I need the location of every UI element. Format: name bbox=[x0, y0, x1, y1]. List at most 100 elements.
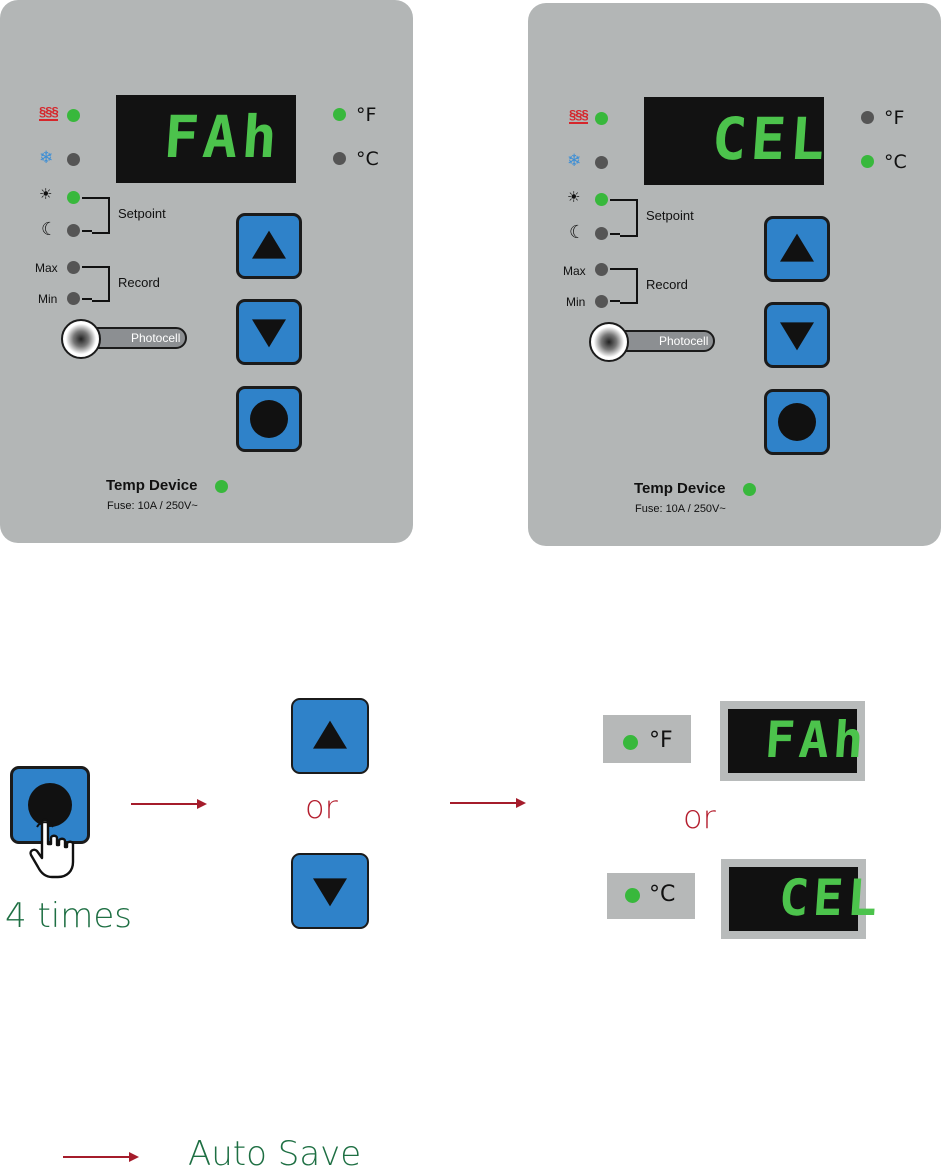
setpoint-stub-top bbox=[82, 197, 92, 199]
record-label: Record bbox=[118, 275, 160, 290]
setpoint-stub-top bbox=[610, 199, 620, 201]
min-led bbox=[595, 295, 608, 308]
power-led bbox=[743, 483, 756, 496]
heating-icon: §§§ bbox=[569, 107, 589, 124]
fahrenheit-led bbox=[861, 111, 874, 124]
sun-icon: ☀ bbox=[39, 186, 53, 203]
min-label: Min bbox=[566, 295, 586, 309]
legend-arrow bbox=[63, 1152, 139, 1162]
night-setpoint-led bbox=[595, 227, 608, 240]
cooling-led bbox=[67, 153, 80, 166]
record-stub-top bbox=[82, 266, 92, 268]
or-label-2: or bbox=[683, 798, 716, 836]
legend-label: Auto Save bbox=[188, 1134, 362, 1174]
fahrenheit-option: °F bbox=[603, 715, 691, 763]
min-label: Min bbox=[38, 292, 58, 306]
heating-led bbox=[67, 109, 80, 122]
snowflake-icon: ❄ bbox=[39, 148, 54, 167]
fahrenheit-label: °F bbox=[884, 107, 905, 129]
device-title: Temp Device bbox=[634, 480, 726, 497]
down-button[interactable] bbox=[236, 299, 302, 365]
down-button-step bbox=[291, 853, 369, 929]
photocell-bar: Photocell bbox=[607, 330, 715, 352]
celsius-option: °C bbox=[607, 873, 695, 919]
arrow-step-1 bbox=[131, 799, 207, 809]
min-led bbox=[67, 292, 80, 305]
fahrenheit-led bbox=[623, 735, 638, 750]
hand-pointer-icon bbox=[29, 818, 75, 879]
press-count: 4 times bbox=[5, 896, 132, 936]
lcd-display: FAh bbox=[116, 95, 296, 183]
device-title: Temp Device bbox=[106, 477, 198, 494]
celsius-led bbox=[861, 155, 874, 168]
fahrenheit-display: FAh bbox=[720, 701, 869, 781]
fahrenheit-label: °F bbox=[649, 728, 673, 753]
celsius-led bbox=[333, 152, 346, 165]
circle-button-icon bbox=[250, 400, 288, 438]
celsius-label: °C bbox=[884, 151, 907, 173]
record-bracket bbox=[92, 266, 110, 302]
record-stub-bottom bbox=[610, 300, 620, 302]
set-button[interactable] bbox=[764, 389, 830, 455]
up-triangle-icon bbox=[780, 233, 814, 262]
down-triangle-icon bbox=[780, 322, 814, 351]
celsius-display: CEL bbox=[721, 859, 883, 939]
lcd-display: CEL bbox=[644, 97, 831, 185]
setpoint-stub-bottom bbox=[610, 233, 620, 235]
display-text: FAh bbox=[762, 711, 870, 769]
record-stub-bottom bbox=[82, 298, 92, 300]
circle-button-icon bbox=[778, 403, 816, 441]
up-button[interactable] bbox=[236, 213, 302, 279]
max-label: Max bbox=[563, 264, 586, 278]
celsius-led bbox=[625, 888, 640, 903]
setpoint-bracket bbox=[92, 197, 110, 234]
fuse-text: Fuse: 10A / 250V~ bbox=[107, 500, 198, 512]
set-button-step bbox=[10, 766, 90, 844]
set-button[interactable] bbox=[236, 386, 302, 452]
up-button-step bbox=[291, 698, 369, 774]
record-stub-top bbox=[610, 268, 620, 270]
max-label: Max bbox=[35, 261, 58, 275]
photocell-label: Photocell bbox=[131, 331, 181, 345]
power-led bbox=[215, 480, 228, 493]
setpoint-label: Setpoint bbox=[646, 208, 694, 223]
photocell-bar: Photocell bbox=[79, 327, 187, 349]
day-setpoint-led bbox=[595, 193, 608, 206]
snowflake-icon: ❄ bbox=[567, 151, 582, 170]
moon-icon: ☾ bbox=[41, 219, 58, 239]
down-triangle-icon bbox=[313, 878, 347, 907]
up-button[interactable] bbox=[764, 216, 830, 282]
max-led bbox=[595, 263, 608, 276]
fuse-text: Fuse: 10A / 250V~ bbox=[635, 503, 726, 515]
photocell-label: Photocell bbox=[659, 334, 709, 348]
heating-icon: §§§ bbox=[39, 104, 59, 121]
fahrenheit-led bbox=[333, 108, 346, 121]
heating-led bbox=[595, 112, 608, 125]
controller-panel-left: FAh °F °C §§§ ❄ ☀ ☾ Setpoint Max Min Rec… bbox=[0, 0, 413, 543]
setpoint-bracket bbox=[620, 199, 638, 237]
up-triangle-icon bbox=[252, 230, 286, 259]
or-label-1: or bbox=[305, 788, 338, 826]
celsius-label: °C bbox=[649, 882, 676, 907]
circle-button-icon bbox=[28, 783, 72, 827]
up-triangle-icon bbox=[313, 720, 347, 749]
fahrenheit-label: °F bbox=[356, 104, 377, 126]
photocell-sensor bbox=[589, 322, 629, 362]
night-setpoint-led bbox=[67, 224, 80, 237]
display-text: CEL bbox=[776, 869, 884, 927]
display-text: FAh bbox=[161, 103, 284, 171]
setpoint-stub-bottom bbox=[82, 230, 92, 232]
setpoint-label: Setpoint bbox=[118, 206, 166, 221]
cooling-led bbox=[595, 156, 608, 169]
down-triangle-icon bbox=[252, 319, 286, 348]
record-label: Record bbox=[646, 277, 688, 292]
display-text: CEL bbox=[709, 105, 832, 173]
moon-icon: ☾ bbox=[569, 222, 586, 242]
max-led bbox=[67, 261, 80, 274]
day-setpoint-led bbox=[67, 191, 80, 204]
arrow-step-2 bbox=[450, 798, 526, 808]
celsius-label: °C bbox=[356, 148, 379, 170]
photocell-sensor bbox=[61, 319, 101, 359]
down-button[interactable] bbox=[764, 302, 830, 368]
controller-panel-right: CEL °F °C §§§ ❄ ☀ ☾ Setpoint Max Min Rec… bbox=[528, 3, 941, 546]
